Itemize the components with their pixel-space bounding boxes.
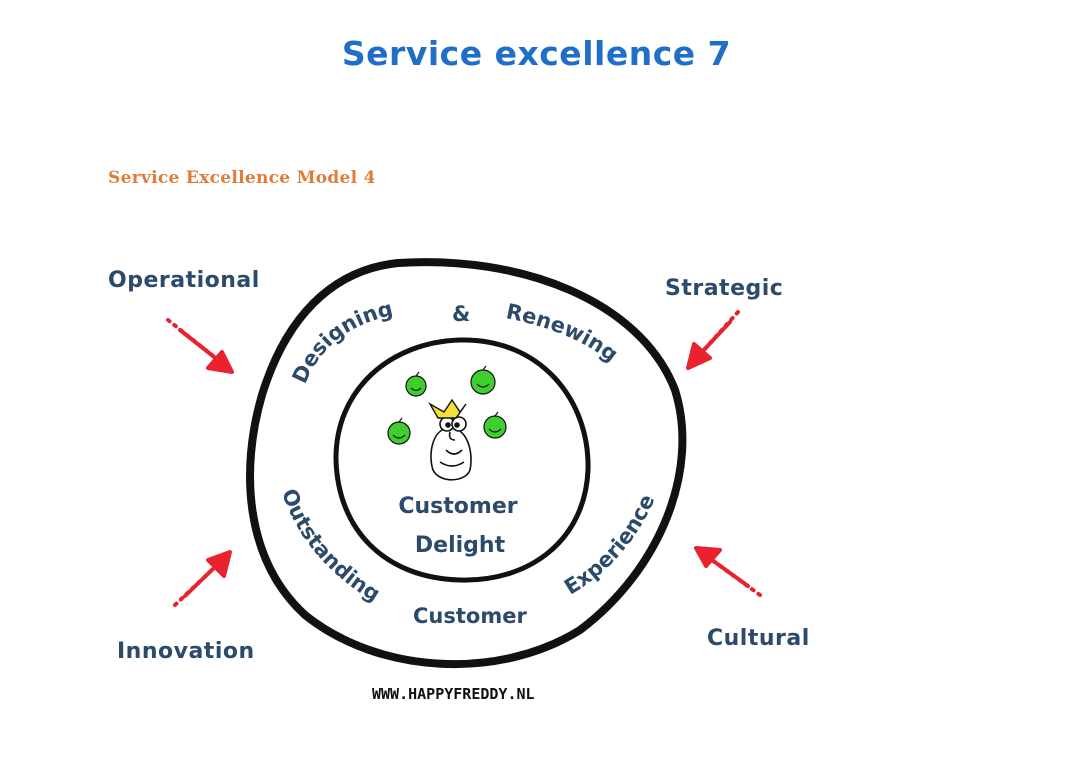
arrow-top-left-icon bbox=[166, 318, 234, 374]
ring-label-customer: Customer bbox=[413, 604, 527, 628]
green-smiley-icon bbox=[470, 365, 496, 395]
green-smiley-icon bbox=[405, 371, 427, 397]
label-innovation: Innovation bbox=[117, 639, 255, 664]
crown-icon bbox=[428, 398, 467, 419]
label-operational: Operational bbox=[108, 268, 260, 293]
arrow-bottom-left-icon bbox=[173, 550, 232, 607]
center-label-customer: Customer bbox=[398, 494, 517, 519]
arrow-bottom-right-icon bbox=[694, 546, 762, 597]
inner-ring bbox=[333, 337, 591, 583]
ring-label-experience-path: Experience bbox=[560, 491, 659, 600]
footer-url: WWW.HAPPYFREDDY.NL bbox=[372, 685, 535, 703]
outer-ring bbox=[246, 258, 687, 669]
page-title: Service excellence 7 bbox=[341, 34, 732, 73]
label-strategic: Strategic bbox=[665, 276, 783, 301]
ring-label-ampersand: & bbox=[452, 302, 470, 326]
section-heading: Service Excellence Model 4 bbox=[108, 168, 376, 188]
green-smiley-icon bbox=[387, 417, 411, 445]
green-smiley-icon bbox=[483, 411, 507, 439]
arrow-top-right-icon bbox=[686, 310, 740, 370]
label-cultural: Cultural bbox=[707, 626, 810, 651]
ring-label-experience: Experience bbox=[560, 491, 659, 600]
happy-character-icon bbox=[430, 416, 472, 481]
center-label-delight: Delight bbox=[415, 533, 506, 558]
